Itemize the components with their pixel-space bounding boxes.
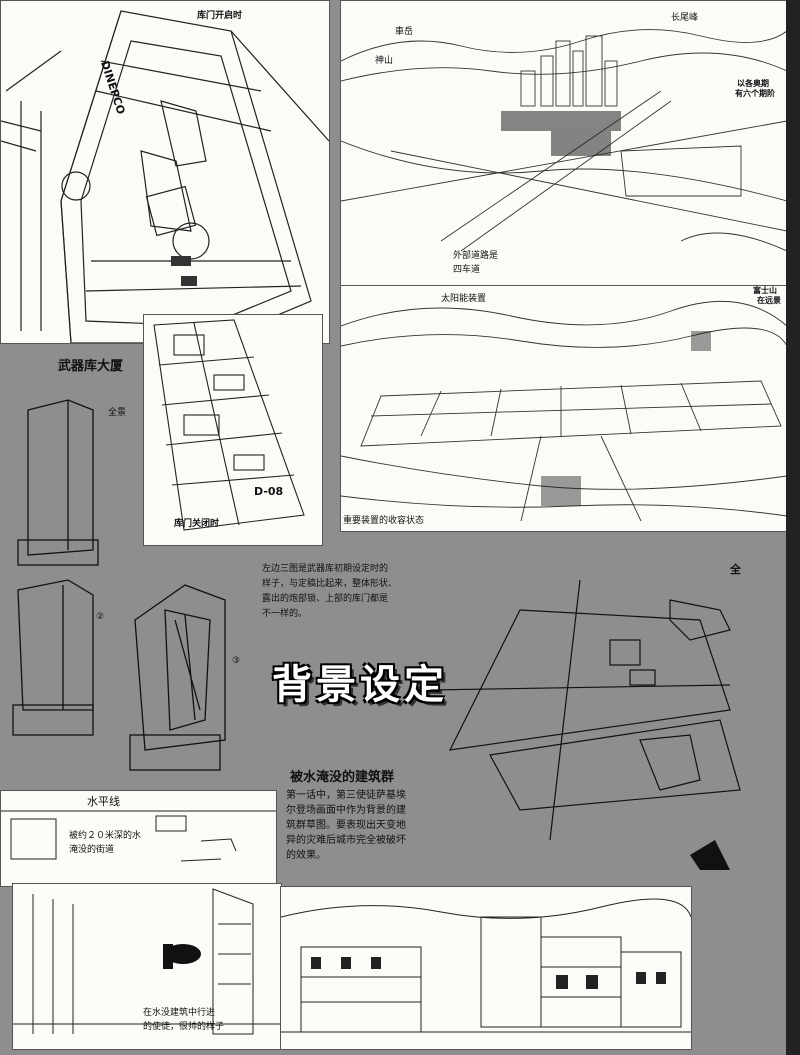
armory-title: 武器库大厦: [58, 359, 124, 374]
flood-description-line: 异的灾难后城市完全被破坏: [286, 835, 406, 846]
horizon-label: 水平线: [87, 795, 120, 808]
angel-wading-sketch: [13, 888, 281, 1035]
warehouse-open-label: 库门开启时: [197, 11, 243, 21]
armory-note-line: 左边三图是武器库初期设定时的: [262, 564, 389, 574]
city-label-right-2: 有六个期阶: [735, 89, 775, 98]
ruined-buildings-sketch: [281, 898, 691, 1033]
armory-note: 左边三图是武器库初期设定时的 样子，与定稿比起来，整体形状、 露出的炮部锁、上部…: [262, 562, 397, 622]
door-code: D-08: [254, 485, 284, 498]
armory-cutaway-sketch: [129, 584, 226, 771]
panel-ruined-buildings: [280, 886, 692, 1050]
armory-note-line: 不一样的。: [262, 609, 308, 619]
flood-description-line: 第一话中，第三使徒萨基埃: [286, 790, 406, 801]
city-label-road-2: 四车道: [453, 265, 481, 275]
flood-note-2: 淹没的街道: [69, 845, 115, 855]
panel-city: 車岳 神山 长尾峰 以各奥期 有六个期阶 外部道路是 四车道: [340, 0, 788, 287]
warehouse-closed-sketch: [153, 319, 305, 531]
city-label-top-right: 长尾峰: [671, 13, 699, 23]
panel-angel-wading: 在水没建筑中行进 的使徒，很帅的样子: [12, 883, 282, 1050]
flood-description-line: 筑群草图。要表现出天变地: [286, 820, 406, 831]
flood-description-line: 尔登场画面中作为背景的建: [286, 805, 406, 816]
armory-mark-3: ③: [232, 656, 241, 666]
armory-note-line: 样子，与定稿比起来，整体形状、: [262, 579, 398, 589]
flood-note-1: 被约２０米深的水: [69, 831, 142, 841]
city-block-map: [430, 580, 741, 870]
solar-label-bottom: 重要装置的收容状态: [343, 516, 425, 526]
city-label-right-1: 以各奥期: [737, 79, 769, 88]
warehouse-open-sketch: [1, 10, 329, 343]
flood-description-line: 的效果。: [286, 850, 326, 861]
flooded-street-sketch: [1, 810, 276, 862]
flood-title: 被水淹没的建筑群: [290, 770, 395, 785]
warehouse-closed-label: 库门关闭时: [174, 519, 220, 529]
wade-note-2: 的使徒，很帅的样子: [143, 1022, 225, 1032]
solar-label-right-1: 富士山: [753, 286, 777, 295]
map-corner-label: 全: [730, 563, 741, 576]
panel-solar: 太阳能装置 重要装置的收容状态 富士山 在远景: [340, 285, 788, 532]
panel-warehouse-closed: D-08 库门关闭时: [143, 314, 323, 546]
armory-note-line: 露出的炮部锁、上部的库门都是: [262, 594, 389, 604]
city-label-road-1: 外部道路是: [453, 251, 499, 261]
armory-sketches: [12, 399, 99, 736]
city-label-shen: 神山: [375, 56, 394, 66]
flood-description: 第一话中，第三使徒萨基埃 尔登场画面中作为背景的建 筑群草图。要表现出天变地 异…: [286, 788, 406, 863]
panel-flooded-street: 水平线 被约２０米深的水 淹没的街道: [0, 790, 277, 887]
solar-label-top: 太阳能装置: [441, 294, 487, 304]
wade-note-1: 在水没建筑中行进: [143, 1008, 216, 1018]
city-label-top-left: 車岳: [395, 27, 414, 37]
solar-label-right-2: 在远景: [757, 296, 781, 305]
armory-full-view-label: 全景: [108, 408, 127, 418]
armory-mark-2: ②: [96, 612, 105, 622]
panel-warehouse-open: 库门开启时 DINEPCO: [0, 0, 330, 344]
city-sketch: [341, 29, 787, 252]
main-title: 背景设定: [272, 661, 448, 708]
solar-sketch: [341, 301, 787, 522]
page-gutter: [786, 0, 800, 1055]
